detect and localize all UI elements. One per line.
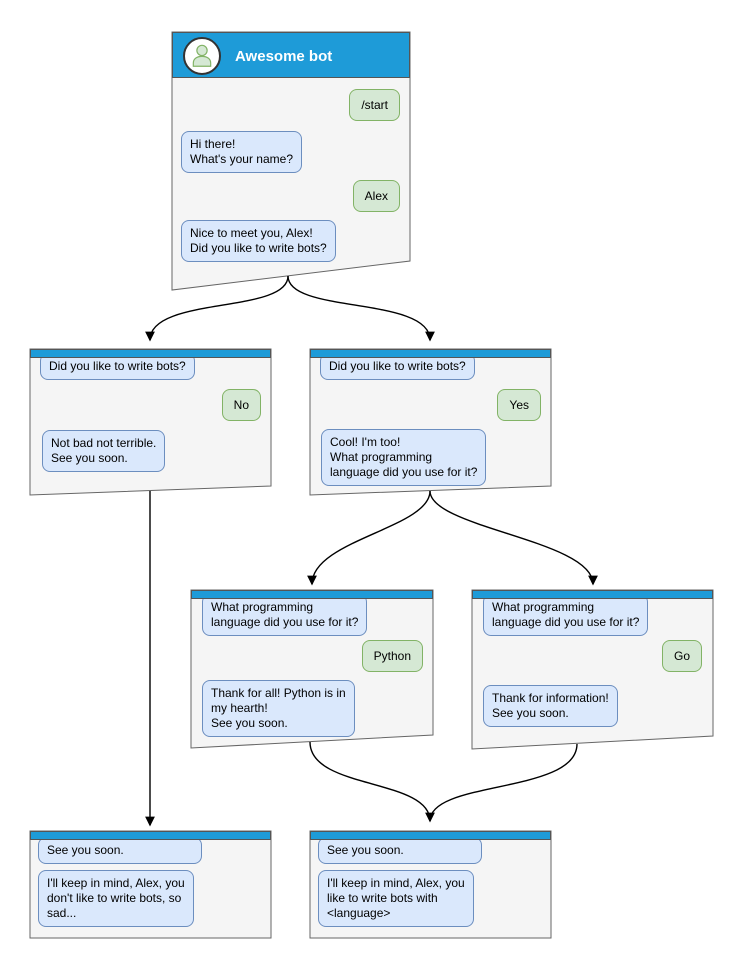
- chat-window-root: Awesome bot /start Hi there! What's your…: [172, 32, 410, 290]
- flow-arrow-root-to-yes: [287, 275, 435, 342]
- window-titlebar: [191, 590, 433, 599]
- chat-window-end-positive: See you soon. I'll keep in mind, Alex, y…: [310, 831, 551, 938]
- chat-window-python-branch: What programming language did you use fo…: [191, 590, 433, 748]
- bot-message: See you soon.: [38, 837, 202, 864]
- chat-window-no-branch: Did you like to write bots? No Not bad n…: [30, 349, 271, 495]
- bot-message: Hi there! What's your name?: [181, 131, 303, 173]
- flow-arrow-yes-to-go: [429, 490, 598, 586]
- avatar: [183, 37, 221, 75]
- bot-message: I'll keep in mind, Alex, you like to wri…: [318, 870, 474, 927]
- bot-message: Thank for all! Python is in my hearth! S…: [202, 680, 355, 737]
- window-titlebar: Awesome bot: [172, 32, 410, 78]
- window-titlebar: [30, 831, 271, 840]
- chat-window-end-negative: See you soon. I'll keep in mind, Alex, y…: [30, 831, 271, 938]
- window-title: Awesome bot: [235, 47, 333, 65]
- bot-message: Thank for information! See you soon.: [483, 685, 618, 727]
- user-message: No: [221, 389, 261, 421]
- person-icon: [192, 44, 212, 67]
- chat-window-yes-branch: Did you like to write bots? Yes Cool! I'…: [310, 349, 551, 495]
- bot-message: Not bad not terrible. See you soon.: [42, 430, 166, 472]
- bot-message: What programming language did you use fo…: [202, 594, 368, 636]
- user-message: Alex: [352, 180, 400, 212]
- flow-arrow-python-to-end: [309, 741, 435, 823]
- flow-arrow-yes-to-python: [307, 490, 431, 586]
- user-message: Python: [361, 640, 423, 672]
- window-titlebar: [30, 349, 271, 358]
- window-titlebar: [310, 349, 551, 358]
- user-message: /start: [349, 89, 400, 121]
- user-message: Go: [661, 640, 702, 672]
- flow-arrow-root-to-no: [145, 275, 289, 342]
- bot-message: I'll keep in mind, Alex, you don't like …: [38, 870, 194, 927]
- bot-message: Cool! I'm too! What programming language…: [321, 429, 487, 486]
- chat-window-go-branch: What programming language did you use fo…: [472, 590, 713, 749]
- window-titlebar: [472, 590, 713, 599]
- flow-arrow-go-to-end: [429, 743, 578, 822]
- window-titlebar: [310, 831, 551, 840]
- bot-message: What programming language did you use fo…: [483, 594, 649, 636]
- bot-message: See you soon.: [318, 837, 482, 864]
- bot-message: Nice to meet you, Alex! Did you like to …: [181, 220, 336, 262]
- user-message: Yes: [497, 389, 541, 421]
